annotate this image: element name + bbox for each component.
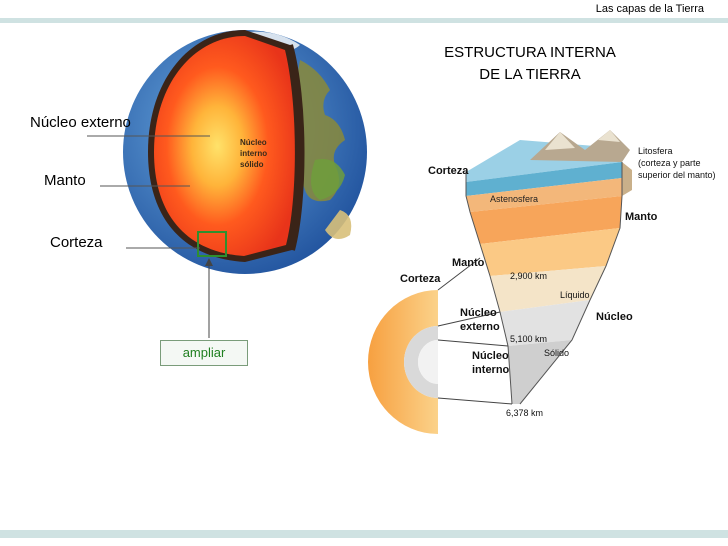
lithosphere-label-1: Litosfera bbox=[638, 146, 673, 156]
outer-core-label: Núcleo externo bbox=[30, 114, 131, 131]
crust-left-label: Corteza bbox=[400, 273, 441, 285]
inner-core-section-label-2: interno bbox=[472, 364, 510, 376]
outer-core-label-2: externo bbox=[460, 321, 500, 333]
title-line-1: ESTRUCTURA INTERNA bbox=[444, 44, 616, 61]
lithosphere-label-3: superior del manto) bbox=[638, 170, 716, 180]
depth-2900-label: 2,900 km bbox=[510, 271, 547, 281]
mantle-right-label: Manto bbox=[625, 211, 658, 223]
inner-core-label-2: interno bbox=[240, 149, 267, 158]
zoom-button[interactable]: ampliar bbox=[160, 340, 248, 366]
liquid-label: Líquido bbox=[560, 290, 590, 300]
outer-core-label-1: Núcleo bbox=[460, 307, 497, 319]
diagram-title: ESTRUCTURA INTERNA DE LA TIERRA bbox=[410, 42, 650, 86]
mantle-label: Manto bbox=[44, 172, 86, 189]
depth-6378-label: 6,378 km bbox=[506, 408, 543, 418]
crust-top-label: Corteza bbox=[428, 165, 469, 177]
slide-header: Las capas de la Tierra bbox=[595, 3, 704, 15]
inner-core-label-3: sólido bbox=[240, 160, 264, 169]
solid-label: Sólido bbox=[544, 348, 569, 358]
core-right-label: Núcleo bbox=[596, 311, 633, 323]
inner-core-section-label-1: Núcleo bbox=[472, 350, 509, 362]
bottom-bar bbox=[0, 530, 728, 538]
lithosphere-label-2: (corteza y parte bbox=[638, 158, 701, 168]
asthenosphere-label: Astenosfera bbox=[490, 194, 538, 204]
zoom-box[interactable] bbox=[197, 231, 227, 257]
inner-core-label-1: Núcleo bbox=[240, 138, 267, 147]
top-bar bbox=[0, 18, 728, 23]
mantle-left-label: Manto bbox=[452, 257, 485, 269]
earth-section-diagram bbox=[368, 130, 632, 434]
title-line-2: DE LA TIERRA bbox=[479, 66, 581, 83]
earth-globe: Núcleo interno sólido bbox=[123, 30, 367, 338]
crust-label: Corteza bbox=[50, 234, 103, 251]
depth-5100-label: 5,100 km bbox=[510, 334, 547, 344]
